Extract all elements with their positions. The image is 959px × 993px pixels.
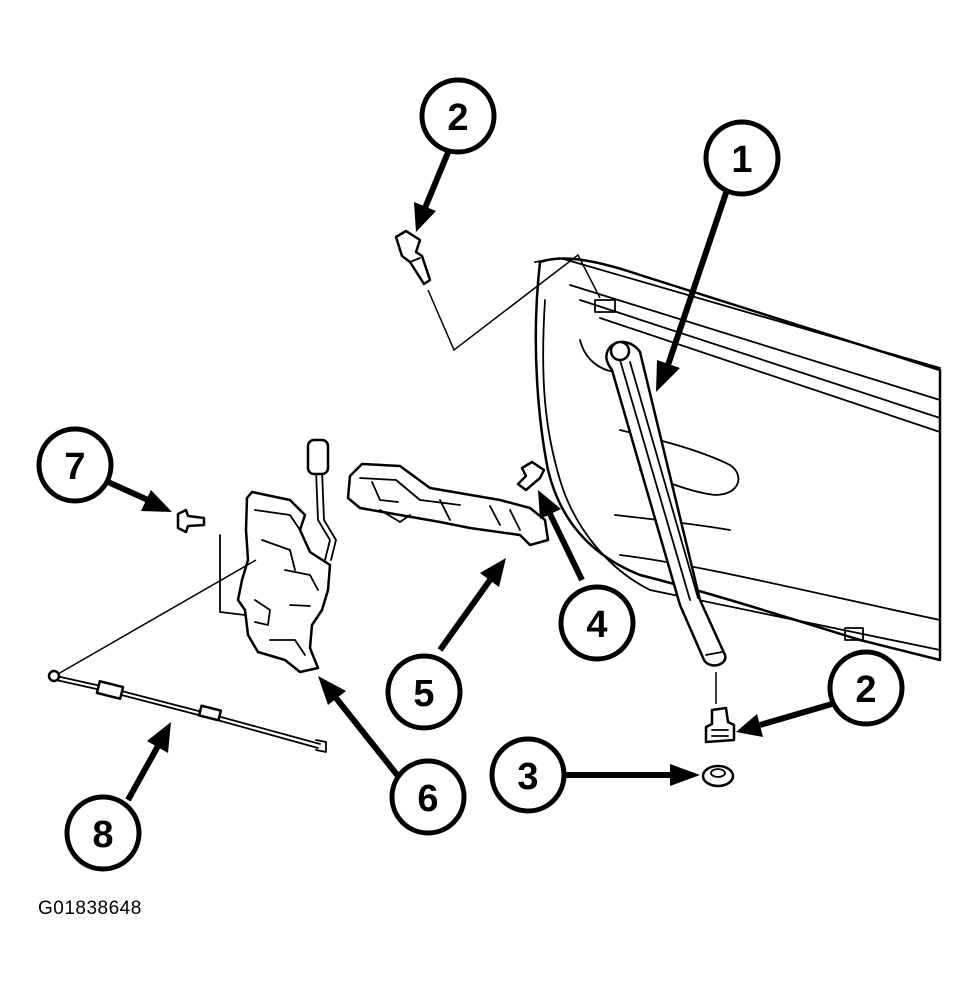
- callout-8: 8: [64, 794, 142, 872]
- washer: [701, 764, 735, 788]
- wiper-arm: [605, 340, 727, 667]
- callout-4-label: 4: [586, 604, 607, 646]
- callout-1-label: 1: [731, 139, 752, 181]
- callout-3-label: 3: [517, 756, 538, 798]
- screw-7: [176, 508, 206, 534]
- callout-3: 3: [489, 736, 567, 814]
- callout-7-label: 7: [64, 446, 85, 488]
- screw-4: [516, 460, 546, 492]
- callout-5-label: 5: [413, 673, 434, 715]
- callout-arrows: [106, 148, 833, 802]
- leader-line-bolt-to-pivot: [427, 253, 601, 352]
- callout-6-label: 6: [417, 778, 438, 820]
- callout-8-label: 8: [92, 814, 113, 856]
- release-rod: [47, 559, 327, 753]
- latch: [219, 438, 337, 674]
- callout-6: 6: [389, 758, 467, 836]
- callout-2-top-label: 2: [447, 97, 468, 139]
- handle-bracket: [346, 462, 550, 547]
- callout-4: 4: [558, 584, 636, 662]
- callout-1: 1: [703, 119, 781, 197]
- bolt-top: [394, 229, 432, 286]
- callout-2-right: 2: [827, 649, 905, 727]
- callout-2-right-label: 2: [855, 669, 876, 711]
- callout-5: 5: [385, 653, 463, 731]
- callout-7: 7: [36, 426, 114, 504]
- figure-id-label: G01838648: [38, 898, 142, 919]
- callout-2-top: 2: [419, 77, 497, 155]
- bolt-bottom: [704, 706, 736, 744]
